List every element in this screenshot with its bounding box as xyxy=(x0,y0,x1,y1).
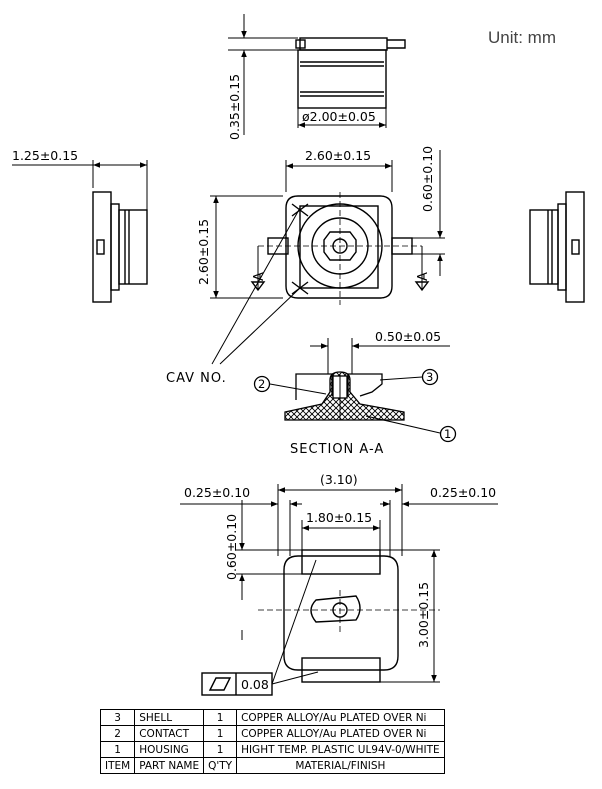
dim-right-offset: 0.60±0.10 xyxy=(420,146,435,212)
bom-material: HIGHT TEMP. PLASTIC UL94V-0/WHITE xyxy=(236,741,445,758)
dim-section-width: 0.50±0.05 xyxy=(375,329,441,344)
top-view xyxy=(228,14,406,135)
unit-label: Unit: mm xyxy=(488,28,556,47)
dim-bottom-height: 0.60±0.10 xyxy=(224,514,239,580)
bom-header-name: PART NAME xyxy=(134,757,205,774)
bom-header-item: ITEM xyxy=(99,757,136,774)
bom-material: COPPER ALLOY/Au PLATED OVER Ni xyxy=(236,725,445,742)
bom-header-material: MATERIAL/FINISH xyxy=(236,757,445,774)
dim-left-depth: 1.25±0.15 xyxy=(12,148,78,163)
table-row: 1 HOUSING 1 HIGHT TEMP. PLASTIC UL94V-0/… xyxy=(99,741,445,758)
bom-part-name: SHELL xyxy=(134,709,205,726)
bom-item: 3 xyxy=(99,709,136,726)
cav-label: CAV NO. xyxy=(166,371,227,386)
dim-bottom-left: 0.25±0.10 xyxy=(184,485,250,500)
callout-1: 1 xyxy=(444,427,451,441)
section-mark-right: A xyxy=(416,271,431,281)
bom-qty: 1 xyxy=(203,709,238,726)
dim-bottom-pad: 1.80±0.15 xyxy=(306,510,372,525)
dim-bottom-overall: (3.10) xyxy=(320,472,358,487)
bom-header-qty: Q'TY xyxy=(203,757,238,774)
left-view xyxy=(12,160,148,303)
callout-3: 3 xyxy=(426,370,433,384)
table-row: 2 CONTACT 1 COPPER ALLOY/Au PLATED OVER … xyxy=(99,725,445,742)
right-view xyxy=(529,191,585,303)
dim-bottom-total: 3.00±0.15 xyxy=(416,582,431,648)
bom-item: 1 xyxy=(99,741,136,758)
bom-material: COPPER ALLOY/Au PLATED OVER Ni xyxy=(236,709,445,726)
bom-part-name: HOUSING xyxy=(134,741,205,758)
table-header: ITEM PART NAME Q'TY MATERIAL/FINISH xyxy=(99,757,445,774)
table-row: 3 SHELL 1 COPPER ALLOY/Au PLATED OVER Ni xyxy=(99,709,445,726)
dim-center-width: 2.60±0.15 xyxy=(305,148,371,163)
flatness-value: 0.08 xyxy=(241,677,269,692)
center-view xyxy=(210,150,445,365)
callout-2: 2 xyxy=(258,377,265,391)
bom-table: 3 SHELL 1 COPPER ALLOY/Au PLATED OVER Ni… xyxy=(99,709,445,774)
dim-center-height: 2.60±0.15 xyxy=(196,219,211,285)
bom-qty: 1 xyxy=(203,741,238,758)
bom-item: 2 xyxy=(99,725,136,742)
dim-bottom-right: 0.25±0.10 xyxy=(430,485,496,500)
bottom-view xyxy=(180,484,498,696)
bom-qty: 1 xyxy=(203,725,238,742)
dim-top-height: 0.35±0.15 xyxy=(227,74,242,140)
bom-part-name: CONTACT xyxy=(134,725,205,742)
section-view xyxy=(253,338,457,443)
section-mark-left: A xyxy=(252,271,267,281)
dim-top-diameter: ø2.00±0.05 xyxy=(302,109,376,124)
section-label: SECTION A-A xyxy=(290,442,384,457)
